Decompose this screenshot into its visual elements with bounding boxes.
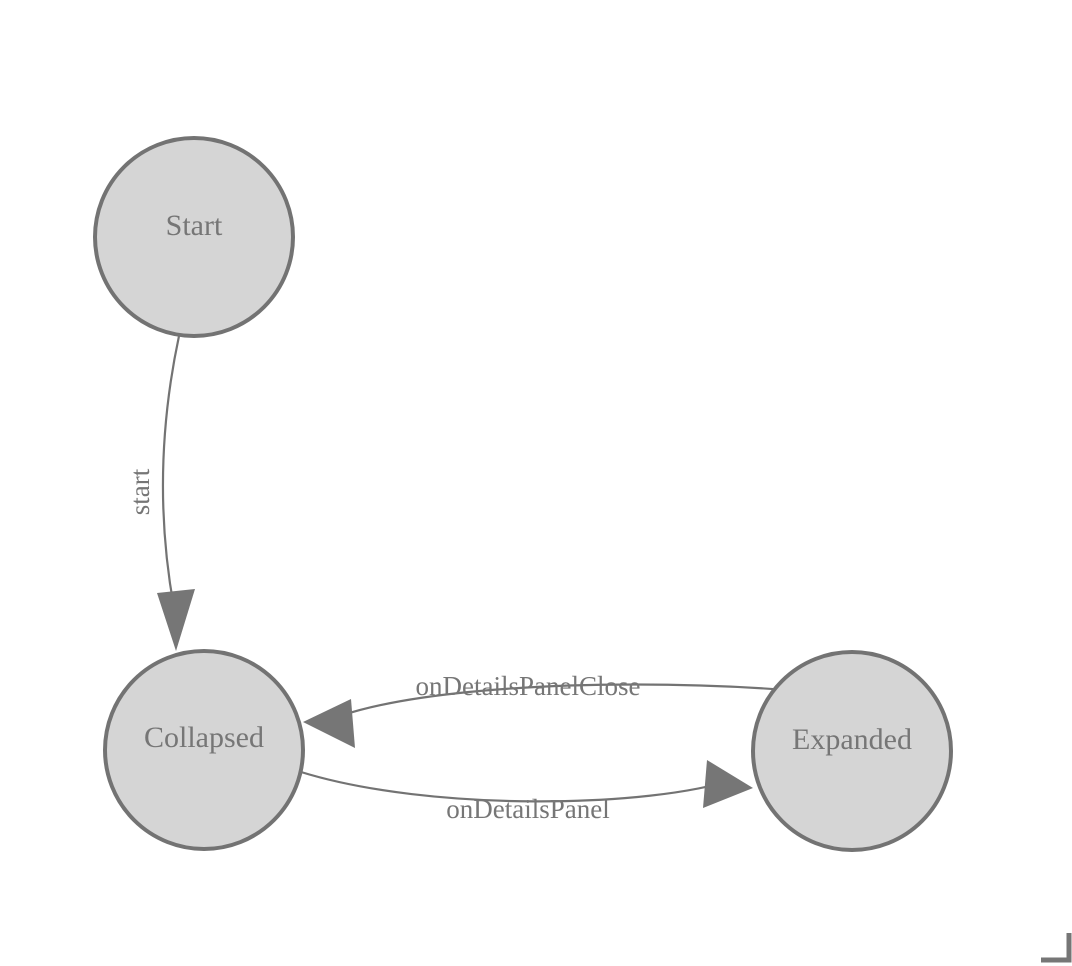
edge-start-to-collapsed[interactable] xyxy=(157,335,195,651)
edge-label-start: start xyxy=(125,468,155,515)
node-start[interactable]: Start xyxy=(93,136,295,338)
node-start-circle xyxy=(93,136,295,338)
node-expanded[interactable]: Expanded xyxy=(751,650,953,852)
edge-collapsed-to-expanded-arrowhead xyxy=(703,760,753,808)
node-expanded-label: Expanded xyxy=(792,723,912,756)
edge-expanded-to-collapsed-arrowhead xyxy=(303,699,355,748)
node-collapsed-circle xyxy=(103,649,305,851)
edge-label-on-details-panel: onDetailsPanel xyxy=(446,794,609,824)
node-start-label: Start xyxy=(166,209,223,242)
node-collapsed[interactable]: Collapsed xyxy=(103,649,305,851)
node-expanded-circle xyxy=(751,650,953,852)
edge-collapsed-to-expanded[interactable] xyxy=(300,760,753,808)
edge-collapsed-to-expanded-line xyxy=(300,770,736,803)
resize-corner-bracket-icon[interactable] xyxy=(1041,933,1072,963)
edge-label-on-details-panel-close: onDetailsPanelClose xyxy=(416,671,641,701)
edge-start-to-collapsed-arrowhead xyxy=(157,589,195,651)
edge-start-to-collapsed-line xyxy=(161,335,181,609)
node-collapsed-label: Collapsed xyxy=(144,721,264,754)
